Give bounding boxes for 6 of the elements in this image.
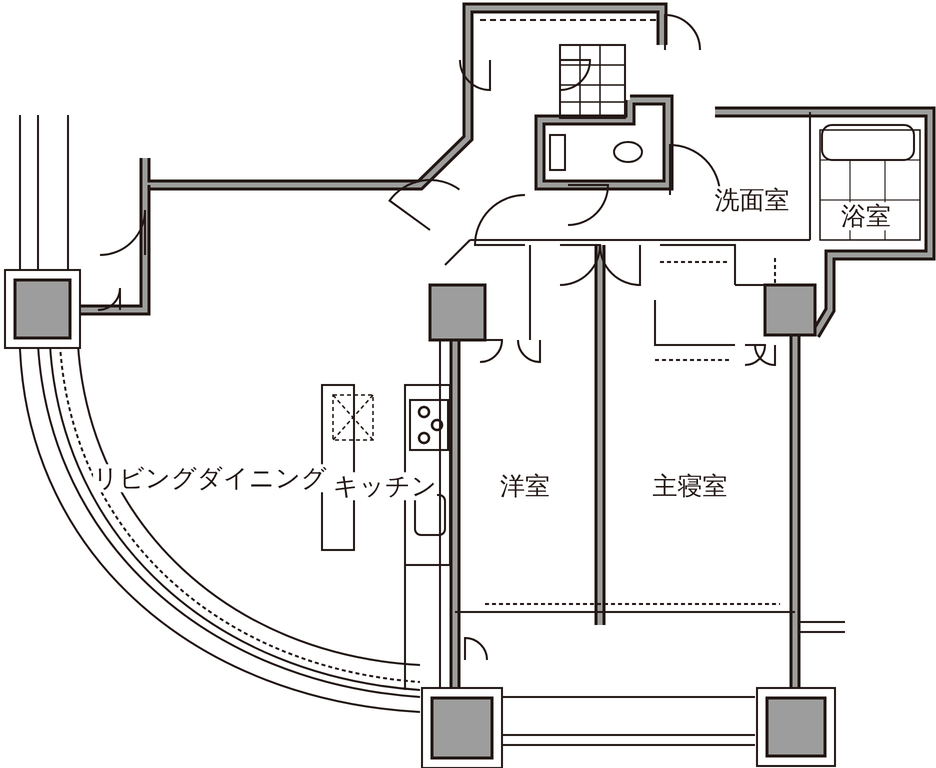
- room-label: 洗面室: [714, 186, 790, 214]
- room-label: 主寝室: [652, 472, 728, 500]
- room-label: キッチン: [333, 472, 437, 500]
- room-label: 洋室: [500, 472, 550, 500]
- room-label: リビングダイニング: [93, 464, 327, 492]
- room-label: 浴室: [841, 202, 891, 230]
